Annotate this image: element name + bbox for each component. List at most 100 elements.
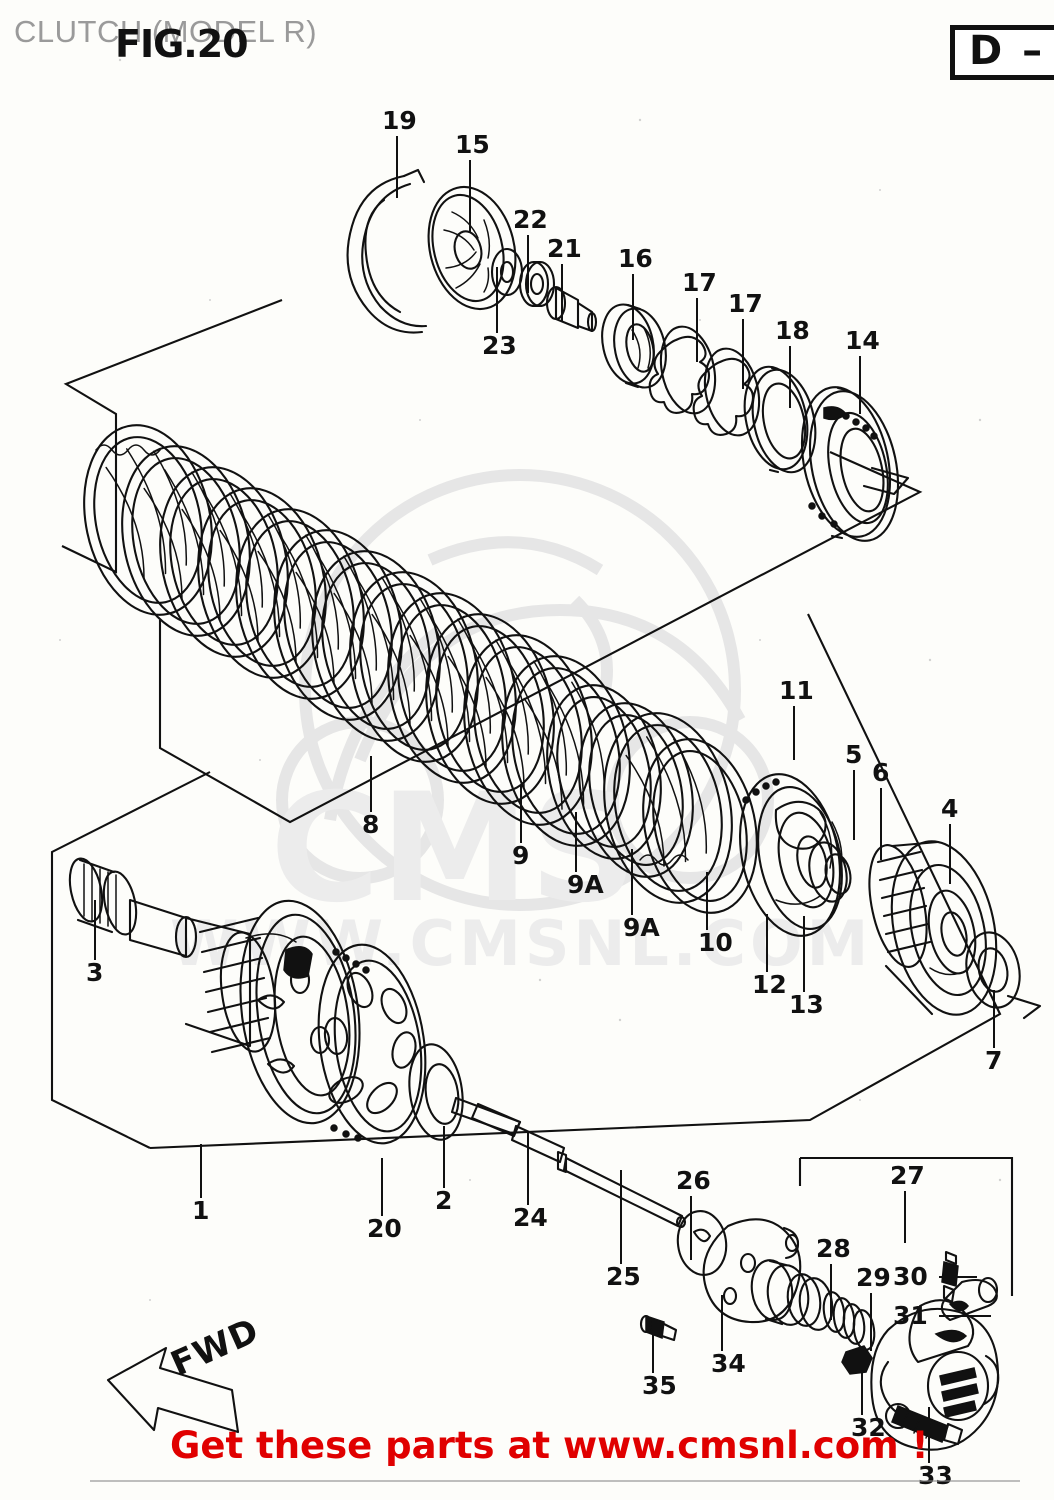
part-1-clutch-basket [128, 898, 361, 1125]
fwd-arrow-icon [106, 1346, 240, 1434]
callout-label-9Aa: 9A [567, 870, 604, 899]
callout-label-17a: 17 [682, 268, 717, 297]
callout-label-27: 27 [890, 1161, 925, 1190]
callout-leader-29 [870, 1293, 872, 1351]
callout-leader-14 [859, 356, 861, 414]
section-badge: D – [950, 25, 1054, 80]
callout-label-29: 29 [856, 1263, 891, 1292]
part-21-pin [545, 285, 598, 333]
callout-leader-25 [620, 1170, 622, 1264]
callout-label-4: 4 [941, 794, 959, 823]
callout-label-9Ab: 9A [623, 913, 660, 942]
callout-label-12: 12 [752, 970, 787, 999]
part-14-clutch-hub [800, 386, 910, 542]
callout-label-22: 22 [513, 205, 548, 234]
section-badge-text: D – [969, 28, 1046, 74]
part-2-hub [408, 1043, 522, 1141]
callout-label-17b: 17 [728, 289, 763, 318]
callout-leader-3 [94, 900, 96, 960]
page-base-rule [90, 1480, 1020, 1482]
callout-label-19: 19 [382, 106, 417, 135]
callout-label-10: 10 [698, 928, 733, 957]
callout-label-31: 31 [893, 1301, 928, 1330]
callout-leader-9Aa [575, 812, 577, 872]
callout-leader-15 [469, 160, 471, 232]
callout-label-30: 30 [893, 1262, 928, 1291]
callout-leader-4 [949, 824, 951, 884]
callout-label-35: 35 [642, 1371, 677, 1400]
callout-leader-17a [696, 298, 698, 362]
callout-leader-9Ab [631, 849, 633, 915]
clutch-plate-stack [66, 412, 774, 925]
callout-leader-35 [652, 1323, 654, 1373]
part-24-25-push-rods [470, 1102, 687, 1229]
callout-leader-1 [200, 1144, 202, 1198]
callout-label-9: 9 [512, 841, 530, 870]
callout-label-16: 16 [618, 244, 653, 273]
callout-label-1: 1 [192, 1196, 210, 1225]
callout-label-21: 21 [547, 234, 582, 263]
callout-leader-26 [690, 1196, 692, 1260]
callout-label-32: 32 [851, 1413, 886, 1442]
part-15-release-plate [364, 185, 517, 314]
callout-label-3: 3 [86, 958, 104, 987]
callout-label-28: 28 [816, 1234, 851, 1263]
promo-text: Get these parts at www.cmsnl.com ! [170, 1424, 929, 1467]
callout-label-15: 15 [455, 130, 490, 159]
part-31-lever [940, 1276, 999, 1322]
part-22-bearing [518, 260, 556, 308]
diagram-subtitle: CLUTCH (MODEL R) [14, 14, 318, 49]
part-7-spacer [965, 931, 1042, 1020]
callout-leader-13 [803, 916, 805, 992]
callout-leader-24 [527, 1131, 529, 1205]
callout-leader-10 [706, 872, 708, 930]
callout-leader-17b [742, 319, 744, 389]
callout-label-26: 26 [676, 1166, 711, 1195]
callout-leader-7 [993, 990, 995, 1048]
callout-label-20: 20 [367, 1214, 402, 1243]
callout-label-8: 8 [362, 810, 380, 839]
part-34-cover [702, 1218, 802, 1324]
bracket-lower-assembly [50, 613, 1002, 1150]
bracket-part-27 [798, 1156, 1014, 1296]
part-30-bleeder-valve [941, 1250, 959, 1304]
callout-leader-5 [853, 770, 855, 840]
callout-leader-28 [830, 1264, 832, 1320]
callout-label-18: 18 [775, 316, 810, 345]
callout-leader-9 [520, 785, 522, 843]
callout-label-2: 2 [435, 1186, 453, 1215]
part-3-needle-bearing [68, 857, 138, 936]
callout-leader-11 [793, 706, 795, 760]
callout-label-23: 23 [482, 331, 517, 360]
callout-leader-19 [396, 136, 398, 198]
callout-leader-30 [939, 1276, 977, 1278]
callout-leader-6 [880, 788, 882, 860]
part-16-bearing-housing [601, 303, 667, 389]
callout-label-24: 24 [513, 1203, 548, 1232]
callout-leader-22 [527, 235, 529, 293]
callout-label-7: 7 [985, 1046, 1003, 1075]
part-35-screw [639, 1314, 678, 1342]
callout-leader-32 [861, 1359, 863, 1415]
callout-leader-31 [939, 1315, 991, 1317]
callout-label-14: 14 [845, 326, 880, 355]
callout-label-13: 13 [789, 990, 824, 1019]
callout-leader-16 [632, 274, 634, 340]
callout-label-5: 5 [845, 740, 863, 769]
callout-leader-20 [381, 1158, 383, 1216]
callout-leader-27 [904, 1191, 906, 1243]
callout-label-11: 11 [779, 676, 814, 705]
part-5-6-boss [808, 841, 852, 903]
figure-label: FIG.20 [115, 22, 249, 66]
part-32-nut [841, 1345, 873, 1375]
bracket-plate-stack [61, 299, 923, 824]
callout-label-33: 33 [918, 1461, 953, 1490]
callout-leader-12 [766, 914, 768, 972]
callout-leader-21 [561, 264, 563, 322]
part-26-piston-cup [676, 1210, 728, 1276]
part-18-plate [743, 365, 817, 474]
callout-leader-18 [789, 346, 791, 408]
part-17a-spline-plate [648, 325, 717, 415]
